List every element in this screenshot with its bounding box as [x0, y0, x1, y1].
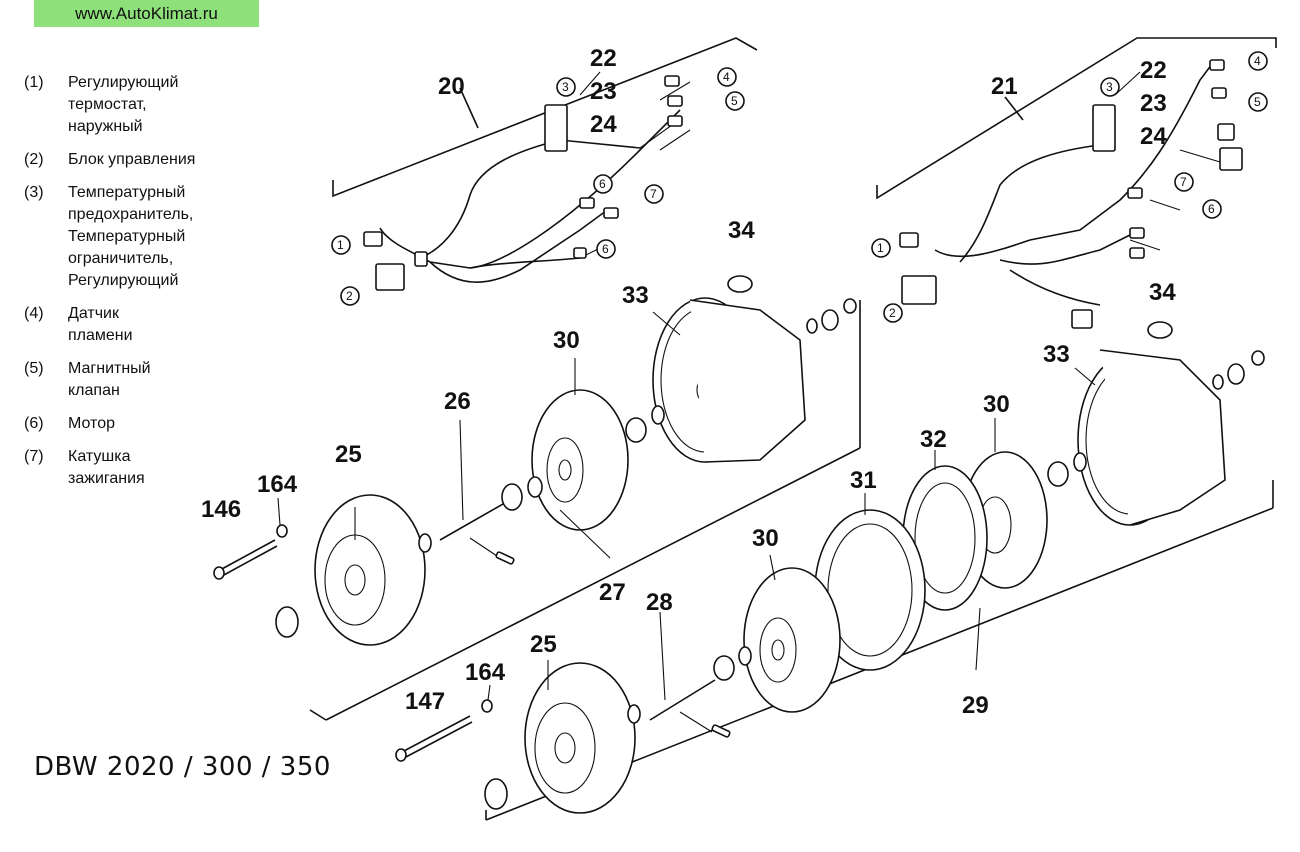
label-33-left: 33	[622, 282, 649, 309]
label-21: 21	[991, 73, 1018, 100]
legend-number: (6)	[24, 415, 44, 432]
circle-label-5-right: 5	[1254, 95, 1261, 109]
circle-label-2-left: 2	[346, 289, 353, 303]
legend-text: Блок управления	[68, 151, 196, 168]
circle-label-2-right: 2	[889, 306, 896, 320]
label-164-upper: 164	[257, 471, 298, 498]
label-27: 27	[599, 579, 626, 606]
circle-label-6-left-lower: 6	[602, 242, 609, 256]
label-28: 28	[646, 589, 673, 616]
label-32: 32	[920, 426, 947, 453]
label-25-lower: 25	[530, 631, 557, 658]
legend-number: (4)	[24, 305, 44, 322]
left-upper-parts	[213, 275, 857, 646]
label-22-right: 22	[1140, 57, 1167, 84]
legend-text: Катушка зажигания	[68, 448, 145, 487]
circle-label-1-left: 1	[337, 238, 344, 252]
label-25-upper: 25	[335, 441, 362, 468]
left-assembly-frame	[309, 37, 861, 721]
legend-item: (4) Датчик пламени	[24, 303, 224, 347]
legend-item: (5) Магнитный клапан	[24, 358, 224, 402]
right-lower-parts	[395, 321, 1265, 814]
circle-label-7-left: 7	[650, 187, 657, 201]
legend-item: (7) Катушка зажигания	[24, 446, 224, 490]
label-29: 29	[962, 692, 989, 719]
site-badge[interactable]: www.AutoKlimat.ru	[34, 0, 259, 27]
legend-item: (2) Блок управления	[24, 149, 224, 171]
label-24-right: 24	[1140, 123, 1167, 150]
label-24-left: 24	[590, 111, 617, 138]
legend-number: (1)	[24, 74, 44, 91]
circle-label-3-left: 3	[562, 80, 569, 94]
label-146: 146	[201, 496, 241, 523]
circled-reference-labels: 1 2 3 4 5 6 7 6 1 2 3 4 5 7 6	[331, 51, 1268, 323]
legend-text: Регулирующий термостат, наружный	[68, 74, 179, 135]
legend-number: (2)	[24, 151, 44, 168]
circle-label-4-left: 4	[723, 70, 730, 84]
wiring-harness-left	[363, 75, 691, 291]
circle-label-6-right: 6	[1208, 202, 1215, 216]
circle-label-3-right: 3	[1106, 80, 1113, 94]
label-164-lower: 164	[465, 659, 506, 686]
legend-text: Магнитный клапан	[68, 360, 151, 399]
circle-label-6-left: 6	[599, 177, 606, 191]
circle-label-5-left: 5	[731, 94, 738, 108]
legend-text: Датчик пламени	[68, 305, 133, 344]
label-31: 31	[850, 467, 877, 494]
label-22-left: 22	[590, 45, 617, 72]
label-30-right: 30	[983, 391, 1010, 418]
circle-label-7-right: 7	[1180, 175, 1187, 189]
leader-lines	[277, 71, 1141, 701]
legend-text: Температурный предохранитель, Температур…	[68, 184, 194, 289]
part-number-labels: 20 22 23 24 34 33 30 26 25 164 146 27 21…	[201, 45, 1176, 719]
model-caption: DBW 2020 / 300 / 350	[34, 752, 331, 782]
label-34-right: 34	[1149, 279, 1176, 306]
legend: (1) Регулирующий термостат, наружный (2)…	[24, 72, 224, 501]
legend-number: (7)	[24, 448, 44, 465]
legend-number: (5)	[24, 360, 44, 377]
label-23-right: 23	[1140, 90, 1167, 117]
legend-item: (1) Регулирующий термостат, наружный	[24, 72, 224, 138]
label-33-right: 33	[1043, 341, 1070, 368]
label-26: 26	[444, 388, 471, 415]
label-147: 147	[405, 688, 445, 715]
label-20: 20	[438, 73, 465, 100]
legend-text: Мотор	[68, 415, 115, 432]
label-34-left: 34	[728, 217, 755, 244]
label-30-lower: 30	[752, 525, 779, 552]
circle-label-1-right: 1	[877, 241, 884, 255]
legend-item: (6) Мотор	[24, 413, 224, 435]
legend-number: (3)	[24, 184, 44, 201]
circle-label-4-right: 4	[1254, 54, 1261, 68]
label-23-left: 23	[590, 78, 617, 105]
legend-item: (3) Температурный предохранитель, Темпер…	[24, 182, 224, 292]
label-30-left: 30	[553, 327, 580, 354]
wiring-harness-right	[899, 59, 1243, 329]
